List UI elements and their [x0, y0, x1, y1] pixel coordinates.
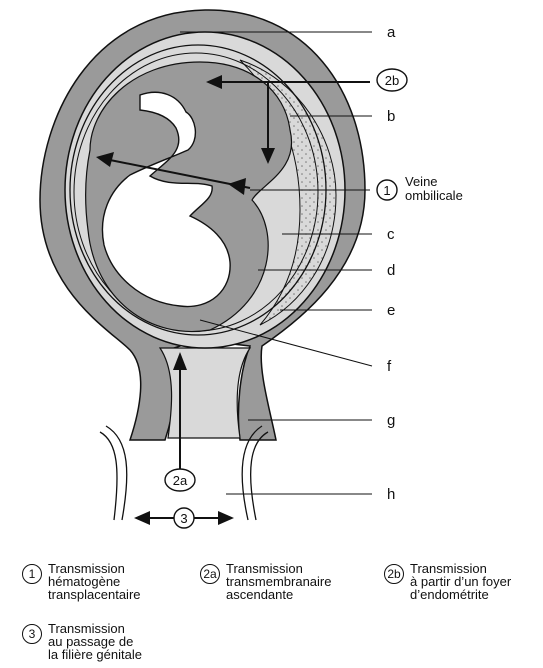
legend-item-2b: 2b Transmission à partir d’un foyer d’en…: [384, 562, 539, 608]
label-d: d: [387, 262, 395, 279]
marker-2a: 2a: [165, 469, 195, 491]
legend-item-1: 1 Transmission hématogène transplacentai…: [22, 562, 172, 608]
label-b: b: [387, 108, 395, 125]
marker-1: 1: [377, 180, 397, 200]
svg-text:2a: 2a: [173, 473, 188, 488]
legend-line: la filière génitale: [48, 648, 142, 661]
svg-text:2b: 2b: [385, 73, 399, 88]
vaginal-wall-left: [100, 432, 117, 520]
label-g: g: [387, 412, 395, 429]
legend-number: 2a: [200, 564, 220, 584]
legend-line: transplacentaire: [48, 588, 141, 601]
legend-number: 1: [22, 564, 42, 584]
annotation-ombilicale: ombilicale: [405, 188, 463, 203]
legend-number: 3: [22, 624, 42, 644]
label-a: a: [387, 24, 396, 41]
label-h: h: [387, 486, 395, 503]
svg-text:3: 3: [180, 511, 187, 526]
svg-text:1: 1: [383, 183, 390, 198]
label-f: f: [387, 358, 392, 375]
annotation-veine: Veine: [405, 174, 438, 189]
legend-item-2a: 2a Transmission transmembranaire ascenda…: [200, 562, 360, 608]
legend-line: d’endométrite: [410, 588, 511, 601]
marker-2b: 2b: [377, 69, 407, 91]
cervical-canal: [160, 348, 250, 438]
label-c: c: [387, 226, 395, 243]
legend-line: ascendante: [226, 588, 332, 601]
label-e: e: [387, 302, 395, 319]
legend-number: 2b: [384, 564, 404, 584]
legend-item-3: 3 Transmission au passage de la filière …: [22, 622, 172, 666]
marker-3: 3: [174, 508, 194, 528]
